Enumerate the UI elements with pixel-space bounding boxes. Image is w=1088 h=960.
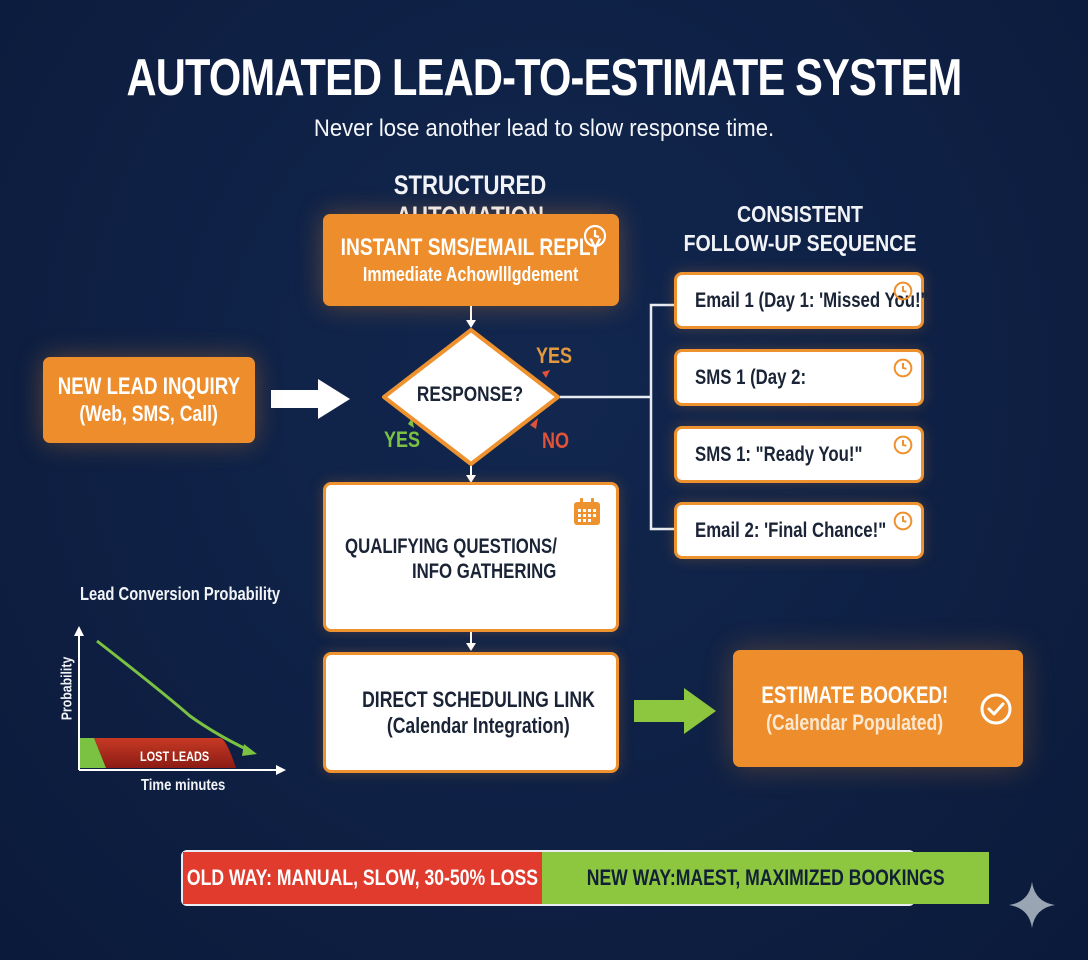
conversion-curve-arrow (242, 744, 257, 756)
early-leads-area (79, 738, 106, 768)
decision-no-label: NO (541, 428, 570, 453)
instant-reply-title: INSTANT SMS/EMAIL REPLY (340, 233, 602, 261)
estimate-booked-title: ESTIMATE BOOKED! (761, 681, 949, 709)
followup-heading: CONSISTENT FOLLOW-UP SEQUENCE (681, 200, 919, 258)
old-way-segment: OLD WAY: MANUAL, SLOW, 30-50% LOSS (183, 852, 542, 904)
qualifying-questions-box[interactable] (323, 482, 619, 632)
clock-icon (893, 435, 913, 455)
new-lead-sources: (Web, SMS, Call) (79, 401, 219, 426)
old-way-label: OLD WAY: MANUAL, SLOW, 30-50% LOSS (186, 865, 539, 890)
followup-item[interactable]: Email 2: 'Final Chance!" (674, 502, 924, 559)
followup-bracket (649, 303, 674, 531)
followup-item[interactable]: SMS 1 (Day 2: (674, 349, 924, 406)
qualifying-line1: QUALIFYING QUESTIONS/ (345, 535, 557, 558)
qualifying-text: QUALIFYING QUESTIONS/ INFO GATHERING (345, 534, 610, 584)
page-title: AUTOMATED LEAD-TO-ESTIMATE SYSTEM (126, 49, 963, 107)
followup-item-label: Email 1 (Day 1: 'Missed You!" (695, 288, 929, 312)
sparkle-icon (1009, 882, 1055, 928)
calendar-icon (574, 498, 600, 525)
comparison-bar: OLD WAY: MANUAL, SLOW, 30-50% LOSS NEW W… (181, 850, 990, 906)
mini-chart (74, 626, 286, 775)
mini-chart-title: Lead Conversion Probability (80, 584, 281, 604)
followup-heading-line1: CONSISTENT (736, 201, 863, 227)
new-lead-inquiry-box[interactable]: NEW LEAD INQUIRY (Web, SMS, Call) (43, 357, 255, 443)
conversion-curve (96, 639, 249, 752)
instant-reply-box[interactable]: INSTANT SMS/EMAIL REPLY Immediate Achowl… (323, 214, 619, 306)
decision-yes-top-label: YES (535, 343, 573, 368)
new-way-segment: NEW WAY:MAEST, MAXIMIZED BOOKINGS (542, 852, 990, 904)
decision-label: RESPONSE? (416, 383, 524, 406)
direct-scheduling-subtitle: (Calendar Integration) (386, 712, 570, 738)
clock-icon (583, 224, 607, 248)
clock-icon (893, 358, 913, 378)
followup-item-label: Email 2: 'Final Chance!" (695, 518, 887, 542)
y-axis-arrow (74, 626, 84, 636)
clock-icon (893, 281, 913, 301)
followup-heading-line2: FOLLOW-UP SEQUENCE (683, 230, 917, 256)
direct-to-estimate-arrow (634, 688, 716, 734)
estimate-booked-box[interactable]: ESTIMATE BOOKED! (Calendar Populated) (733, 650, 1023, 767)
followup-item-label: SMS 1 (Day 2: (695, 365, 807, 389)
mini-chart-ylabel: Probability (58, 656, 76, 721)
followup-item-label: SMS 1: "Ready You!" (695, 442, 863, 466)
clock-icon (893, 511, 913, 531)
decision-yes-left-label: YES (383, 427, 421, 452)
lost-leads-label: LOST LEADS (140, 748, 210, 764)
mini-chart-xlabel: Time minutes (141, 777, 226, 794)
instant-reply-subtitle: Immediate Achowlllgdement (363, 263, 579, 286)
page-subtitle: Never lose another lead to slow response… (313, 115, 775, 142)
direct-scheduling-title: DIRECT SCHEDULING LINK (361, 686, 595, 712)
new-lead-title: NEW LEAD INQUIRY (57, 373, 241, 400)
new-way-label: NEW WAY:MAEST, MAXIMIZED BOOKINGS (586, 865, 945, 890)
direct-scheduling-box[interactable]: DIRECT SCHEDULING LINK (Calendar Integra… (323, 652, 619, 773)
x-axis-arrow (276, 765, 286, 775)
check-circle-icon (980, 693, 1012, 724)
arrowhead-direct (466, 643, 476, 651)
qualifying-line2: INFO GATHERING (412, 560, 557, 583)
decision-diamond[interactable] (380, 326, 570, 468)
followup-item[interactable]: SMS 1: "Ready You!" (674, 426, 924, 483)
lost-leads-area (94, 738, 236, 768)
estimate-booked-subtitle: (Calendar Populated) (766, 709, 944, 735)
lead-to-decision-arrow (271, 379, 350, 419)
followup-item[interactable]: Email 1 (Day 1: 'Missed You!" (674, 272, 929, 329)
